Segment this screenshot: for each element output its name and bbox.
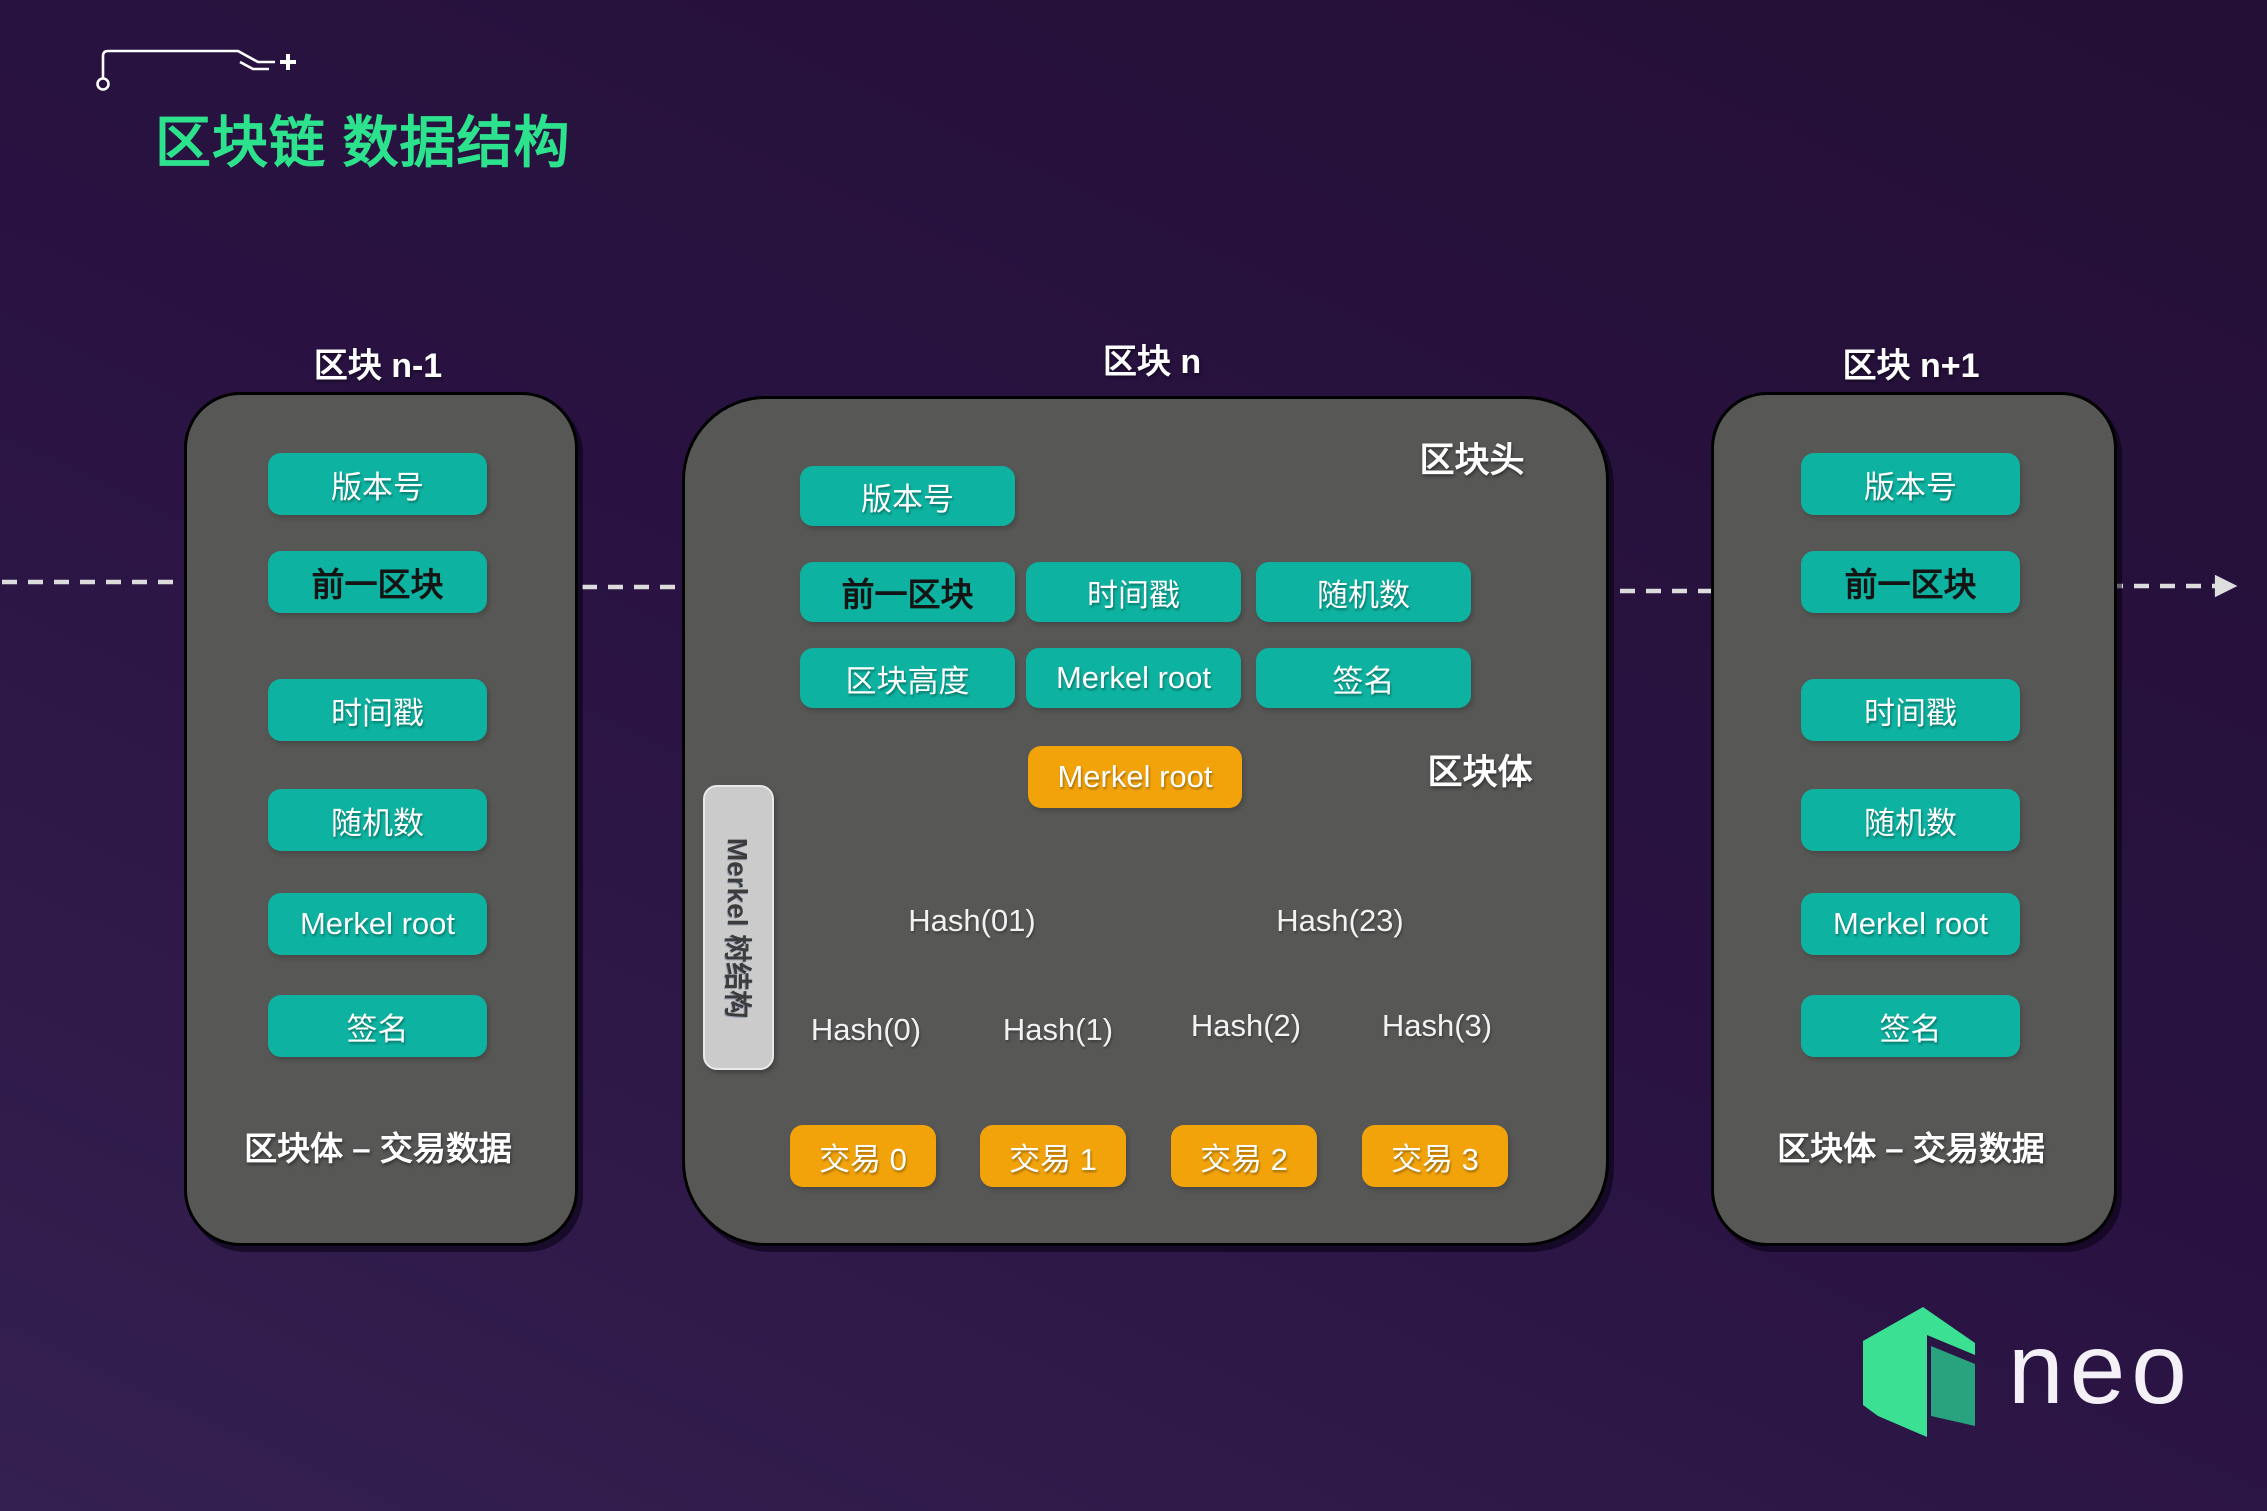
circuit-decoration-icon xyxy=(96,49,296,91)
block-n-plus-1-title: 区块 n+1 xyxy=(1842,347,1980,385)
transaction-0: 交易 0 xyxy=(790,1125,936,1187)
neo-logo-text: neo xyxy=(2008,1313,2193,1425)
header-field-prev-block: 前一区块 xyxy=(800,562,1015,622)
tree-node-hash01: Hash(01) xyxy=(908,903,1036,938)
merkel-tree-side-tab: Merkel 树结构 xyxy=(703,785,774,1070)
field-merkel-root-right: Merkel root xyxy=(1801,893,2020,955)
neo-logo-icon xyxy=(1863,1307,1975,1437)
field-merkel-root-left: Merkel root xyxy=(268,893,487,955)
transaction-3: 交易 3 xyxy=(1362,1125,1508,1187)
field-version-left: 版本号 xyxy=(268,453,487,515)
field-prev-block-right: 前一区块 xyxy=(1801,551,2020,613)
transaction-1: 交易 1 xyxy=(980,1125,1126,1187)
header-field-merkel-root: Merkel root xyxy=(1026,648,1241,708)
field-nonce-left: 随机数 xyxy=(268,789,487,851)
block-n-1-footer: 区块体 – 交易数据 xyxy=(244,1130,512,1167)
tree-node-hash2: Hash(2) xyxy=(1190,1008,1302,1043)
field-version-right: 版本号 xyxy=(1801,453,2020,515)
tree-node-hash0: Hash(0) xyxy=(810,1012,922,1047)
block-n-plus-1-footer: 区块体 – 交易数据 xyxy=(1777,1130,2045,1167)
field-timestamp-right: 时间戳 xyxy=(1801,679,2020,741)
header-field-nonce: 随机数 xyxy=(1256,562,1471,622)
block-n-container xyxy=(682,396,1609,1246)
header-field-timestamp: 时间戳 xyxy=(1026,562,1241,622)
field-prev-block-left: 前一区块 xyxy=(268,551,487,613)
header-field-signature: 签名 xyxy=(1256,648,1471,708)
tree-node-hash3: Hash(3) xyxy=(1381,1008,1493,1043)
tree-root-node: Merkel root xyxy=(1028,746,1242,808)
tree-node-hash1: Hash(1) xyxy=(1002,1012,1114,1047)
block-n-title: 区块 n xyxy=(1102,343,1202,381)
page-title: 区块链 数据结构 xyxy=(155,111,571,174)
field-signature-right: 签名 xyxy=(1801,995,2020,1057)
header-field-block-height: 区块高度 xyxy=(800,648,1015,708)
field-nonce-right: 随机数 xyxy=(1801,789,2020,851)
block-header-label: 区块头 xyxy=(1419,441,1525,480)
field-timestamp-left: 时间戳 xyxy=(268,679,487,741)
field-signature-left: 签名 xyxy=(268,995,487,1057)
block-n-1-title: 区块 n-1 xyxy=(313,347,443,385)
block-body-label: 区块体 xyxy=(1427,753,1533,792)
tree-node-hash23: Hash(23) xyxy=(1276,903,1404,938)
block-n-1-container xyxy=(184,392,578,1246)
transaction-2: 交易 2 xyxy=(1171,1125,1317,1187)
merkel-tree-side-tab-label: Merkel 树结构 xyxy=(721,837,753,1018)
header-field-version: 版本号 xyxy=(800,466,1015,526)
